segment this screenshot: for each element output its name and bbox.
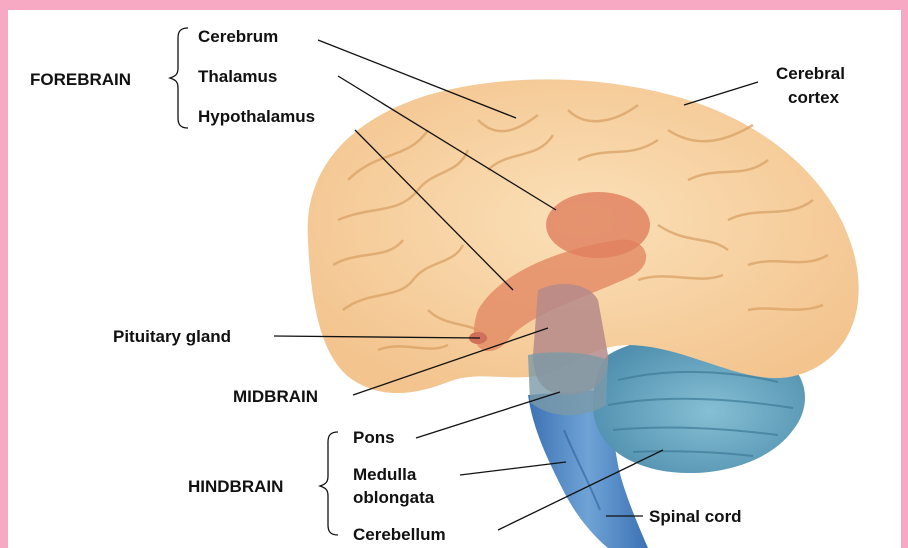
brain-diagram: FOREBRAIN Cerebrum Thalamus Hypothalamus…	[8, 10, 901, 548]
label-medulla-line2: oblongata	[353, 488, 435, 507]
label-hypothalamus: Hypothalamus	[198, 107, 315, 126]
label-pons: Pons	[353, 428, 395, 447]
label-medulla-line1: Medulla	[353, 465, 417, 484]
label-forebrain: FOREBRAIN	[30, 70, 131, 89]
label-hindbrain: HINDBRAIN	[188, 477, 283, 496]
label-cerebrum: Cerebrum	[198, 27, 278, 46]
label-midbrain: MIDBRAIN	[233, 387, 318, 406]
label-pituitary-gland: Pituitary gland	[113, 327, 231, 346]
midbrain-shape	[528, 284, 608, 415]
hindbrain-bracket	[320, 432, 338, 535]
label-cerebellum: Cerebellum	[353, 525, 446, 544]
label-thalamus: Thalamus	[198, 67, 277, 86]
label-cerebral-cortex-line2: cortex	[788, 88, 840, 107]
forebrain-bracket	[170, 28, 188, 128]
diagram-canvas: FOREBRAIN Cerebrum Thalamus Hypothalamus…	[8, 10, 901, 548]
label-cerebral-cortex-line1: Cerebral	[776, 64, 845, 83]
label-spinal-cord: Spinal cord	[649, 507, 742, 526]
